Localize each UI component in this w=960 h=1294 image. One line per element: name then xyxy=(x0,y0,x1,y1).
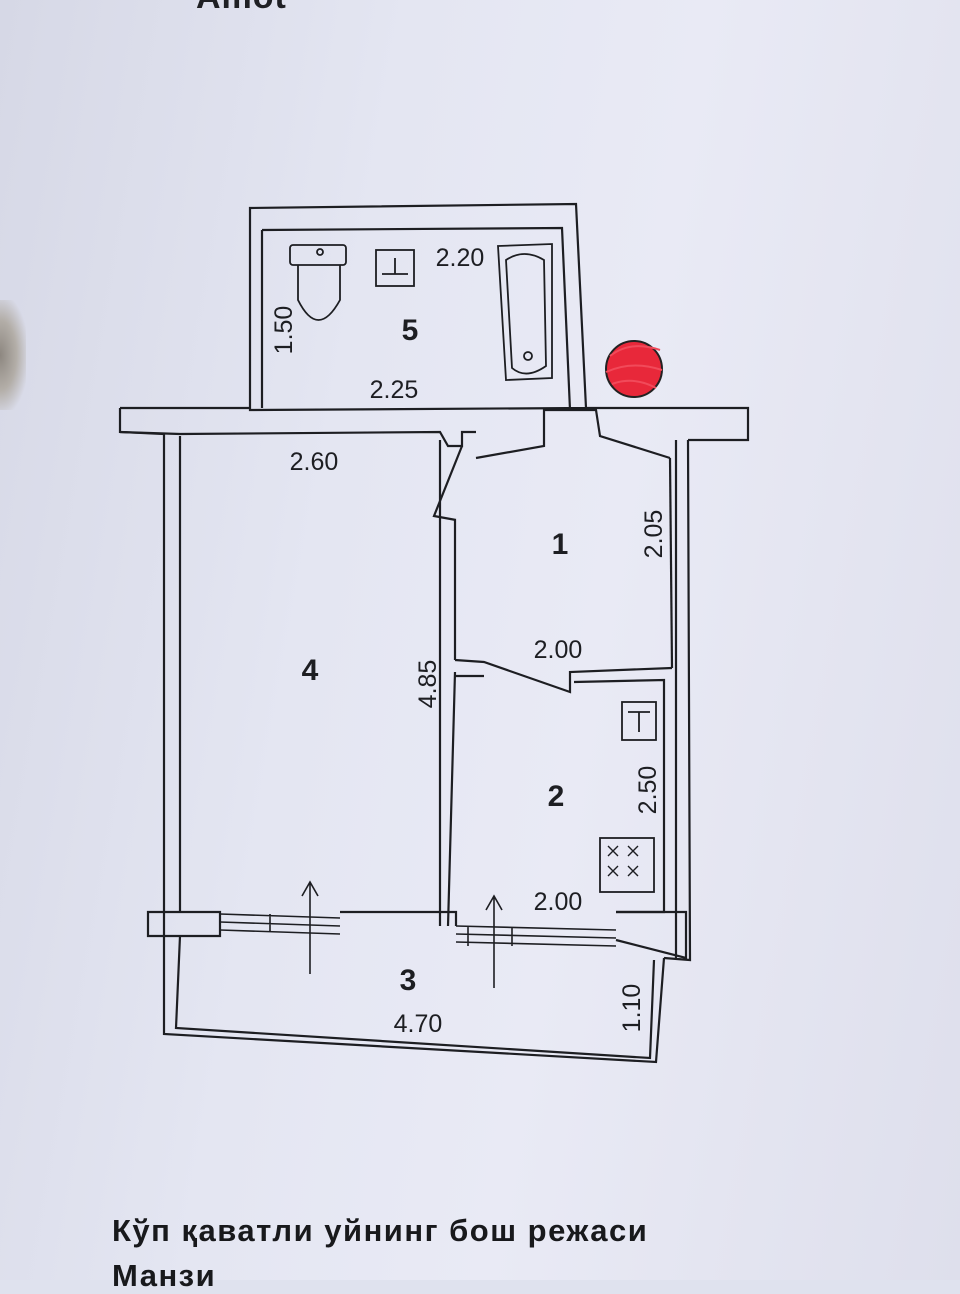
red-marker xyxy=(605,340,663,398)
room-label-1: 1 xyxy=(552,528,569,561)
dim-hall-side: 2.05 xyxy=(640,510,668,559)
caption-line-2: Манзи xyxy=(112,1258,217,1293)
balcony-wall-band xyxy=(146,910,688,960)
sink-icon xyxy=(375,249,415,287)
inner-wall-top xyxy=(119,430,476,448)
dim-bath-bottom: 2.25 xyxy=(370,376,419,404)
dim-hall-bottom: 2.00 xyxy=(534,636,583,664)
outer-wall-top xyxy=(120,406,750,442)
hall-bottom-wall xyxy=(454,658,673,694)
dim-kitchen-bottom: 2.00 xyxy=(534,888,583,916)
bathroom-inner-wall xyxy=(260,226,572,411)
kitchen-sink-icon xyxy=(621,701,657,741)
arrow-living xyxy=(301,880,319,974)
cut-off-heading: Amot xyxy=(196,0,287,17)
window-kitchen xyxy=(455,925,617,947)
bathtub-icon xyxy=(497,243,553,381)
room-label-4: 4 xyxy=(302,654,319,687)
caption-line-1: Кўп қаватли уйнинг бош режаси xyxy=(112,1213,649,1248)
dim-bath-top: 2.20 xyxy=(436,244,485,272)
room-label-5: 5 xyxy=(402,314,419,347)
finger-shadow xyxy=(0,300,26,410)
outer-wall-left xyxy=(118,408,666,1064)
dim-living-side: 4.85 xyxy=(414,660,442,709)
toilet-icon xyxy=(289,244,347,321)
window-living xyxy=(219,913,341,935)
dim-balcony-depth: 1.10 xyxy=(618,984,646,1033)
living-door-leaf xyxy=(432,445,464,522)
dim-bath-side: 1.50 xyxy=(270,306,298,355)
outer-wall-right xyxy=(663,439,692,962)
dim-living-top: 2.60 xyxy=(290,448,339,476)
room-label-3: 3 xyxy=(400,964,417,997)
dim-kitchen-side: 2.50 xyxy=(634,766,662,815)
partition-wall xyxy=(438,440,457,927)
stove-icon xyxy=(599,837,655,893)
balcony-inner xyxy=(174,935,656,1060)
dim-balcony-width: 4.70 xyxy=(394,1010,443,1038)
room-label-2: 2 xyxy=(548,780,565,813)
hall-top-wall xyxy=(475,408,671,460)
hall-right-wall xyxy=(668,457,674,669)
arrow-kitchen xyxy=(485,894,503,988)
